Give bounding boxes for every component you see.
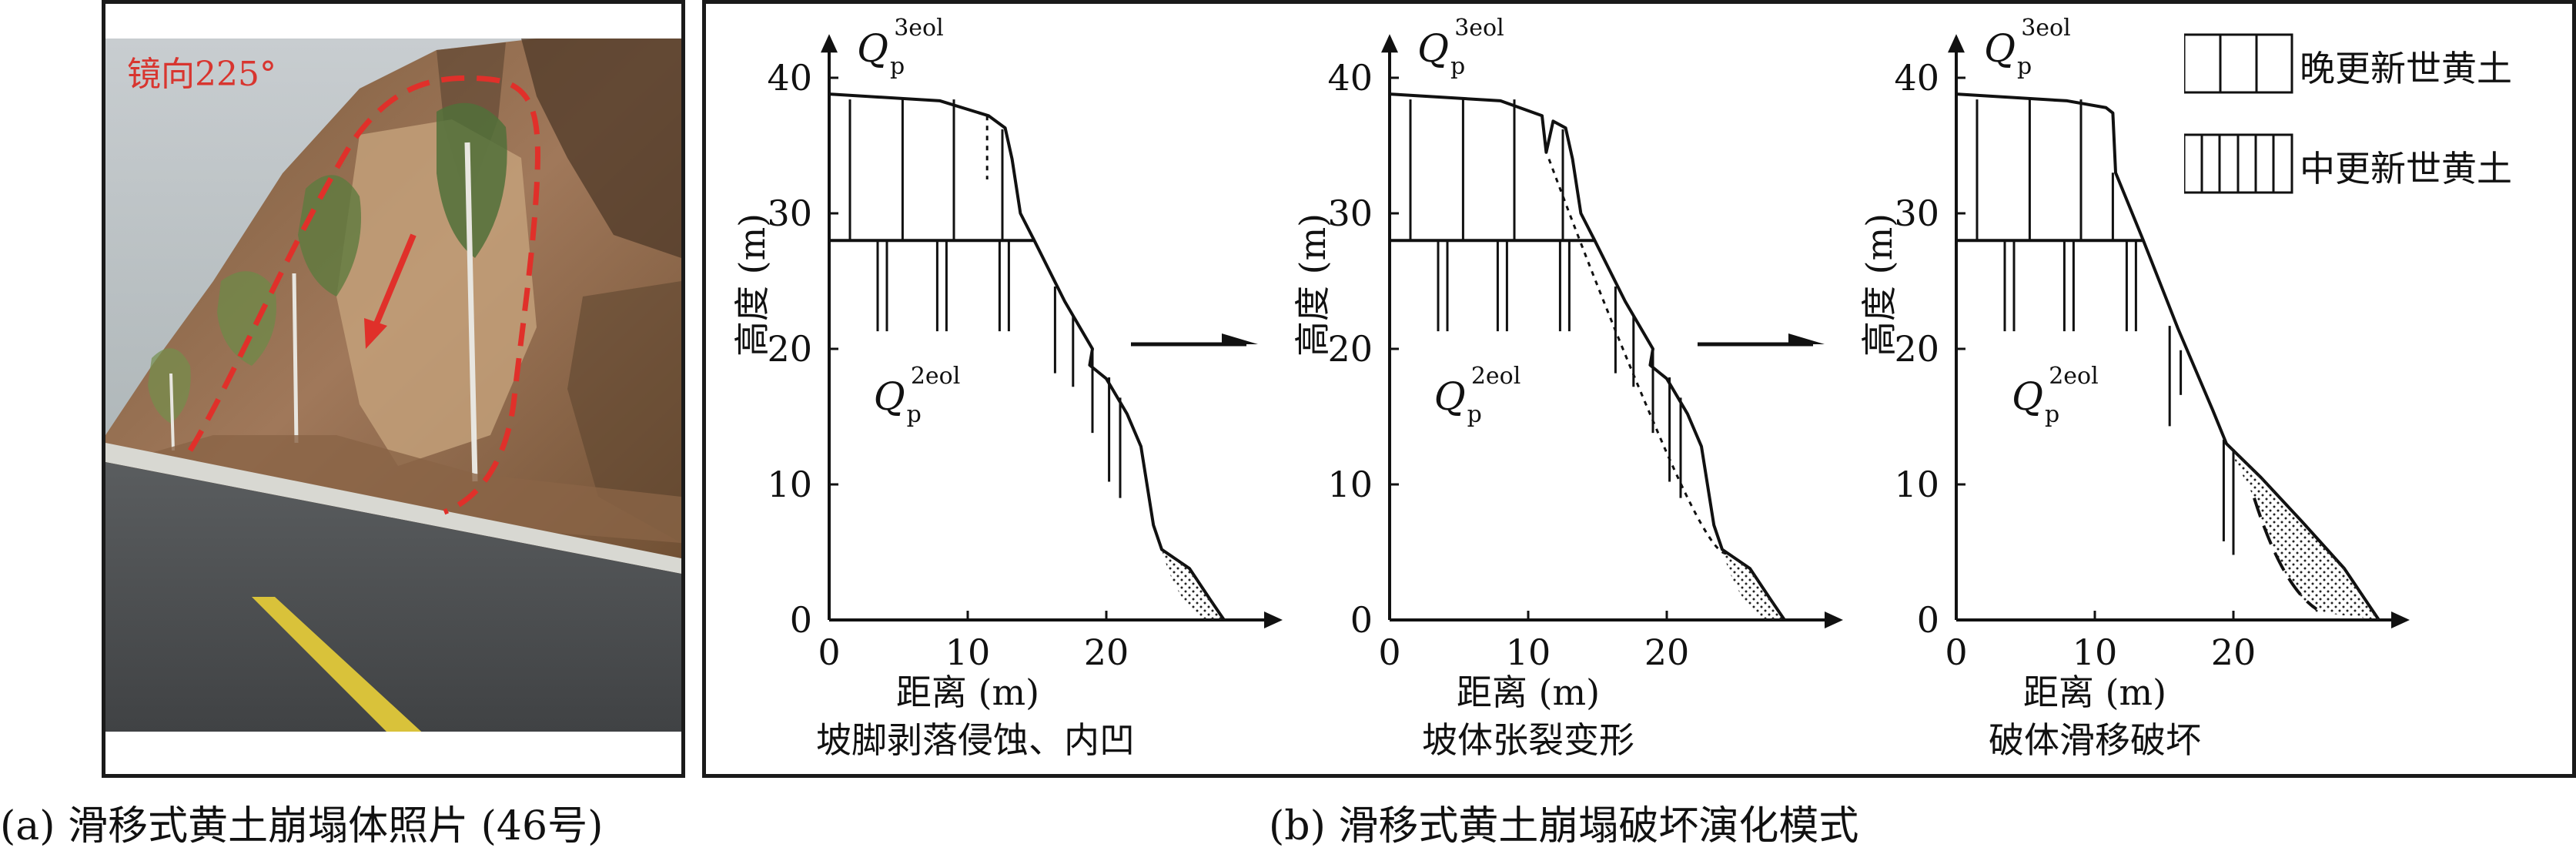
photo-frame: 镜向225° xyxy=(102,0,685,778)
legend: 晚更新世黄土 中更新世黄土 xyxy=(2183,27,2554,212)
stage-1-y-tick-label: 0 xyxy=(790,599,812,641)
stage-2-lower-unit: Qp2eol xyxy=(1434,363,1521,428)
stage-3-y-arrow xyxy=(1948,34,1965,53)
transition-arrow-2 xyxy=(1698,333,1825,347)
stage-1-x-arrow xyxy=(1264,611,1283,628)
stage-3-label: 破体滑移破坏 xyxy=(1989,719,2201,761)
legend-late-label: 晚更新世黄土 xyxy=(2300,48,2512,89)
stage-2-y-label: 高度 (m) xyxy=(1292,213,1333,357)
legend-late-swatch xyxy=(2183,33,2293,94)
slope-photo xyxy=(105,4,681,774)
stage-3-debris xyxy=(2226,444,2379,620)
stage-2-y-tick-label: 0 xyxy=(1350,599,1373,641)
stage-1-y-tick-label: 10 xyxy=(767,464,812,505)
stage-3-y-label: 高度 (m) xyxy=(1858,213,1900,357)
stage-2-y-tick-label: 20 xyxy=(1327,328,1373,370)
stage-1-x-tick-label: 10 xyxy=(945,632,991,673)
stage-1-x-label: 距离 (m) xyxy=(895,672,1040,713)
photo-caption: (a) 滑移式黄土崩塌体照片 (46号) xyxy=(0,803,604,849)
stage-1-y-label: 高度 (m) xyxy=(731,213,773,357)
stage-3-lower-unit: Qp2eol xyxy=(2012,363,2099,428)
stage-1-label: 坡脚剥落侵蚀、内凹 xyxy=(816,719,1135,761)
stage-2-slope-profile xyxy=(1389,92,1786,621)
orientation-label: 镜向225° xyxy=(127,55,276,94)
stage-1-x-tick-label: 20 xyxy=(1084,632,1129,673)
stage-3-y-tick-label: 30 xyxy=(1894,193,1939,234)
stage-3-x-tick-label: 0 xyxy=(1945,632,1967,673)
transition-arrow-1 xyxy=(1131,333,1258,347)
legend-swatches xyxy=(2183,33,2293,194)
stage-3-y-tick-label: 10 xyxy=(1894,464,1939,505)
stage-3-slip-surface xyxy=(2253,497,2318,611)
stage-2-y-tick-label: 40 xyxy=(1327,57,1373,99)
stage-1-y-tick-label: 40 xyxy=(767,57,812,99)
stage-3-y-tick-label: 0 xyxy=(1917,599,1939,641)
stage-1-y-arrow xyxy=(821,34,838,53)
stage-3-y-tick-label: 40 xyxy=(1894,57,1939,99)
stage-1-x-tick-label: 0 xyxy=(818,632,840,673)
stage-2-x-tick-label: 10 xyxy=(1506,632,1551,673)
stage-2-x-tick-label: 0 xyxy=(1378,632,1400,673)
stage-2-x-tick-label: 20 xyxy=(1644,632,1690,673)
legend-middle-label: 中更新世黄土 xyxy=(2300,148,2512,189)
stage-2-upper-unit: Qp3eol xyxy=(1417,15,1504,80)
stage-2-x-label: 距离 (m) xyxy=(1456,672,1601,713)
stage-2-y-arrow xyxy=(1381,34,1398,53)
stage-3-x-arrow xyxy=(2391,611,2410,628)
stage-2-y-tick-label: 10 xyxy=(1327,464,1373,505)
stage-1-lower-unit: Qp2eol xyxy=(874,363,961,428)
stage-3-x-label: 距离 (m) xyxy=(2022,672,2167,713)
stage-1-y-tick-label: 30 xyxy=(767,193,812,234)
stage-2-debris xyxy=(1722,549,1785,620)
legend-middle-swatch xyxy=(2183,133,2293,194)
stage-3-x-tick-label: 10 xyxy=(2073,632,2118,673)
stage-3-upper-unit: Qp3eol xyxy=(1984,15,2071,80)
stage-1-debris xyxy=(1162,549,1224,620)
stage-1-upper-unit: Qp3eol xyxy=(857,15,944,80)
stage-1-y-tick-label: 20 xyxy=(767,328,812,370)
stage-2-x-arrow xyxy=(1825,611,1843,628)
model-caption: (b) 滑移式黄土崩塌破坏演化模式 xyxy=(1269,803,1859,849)
stage-2-label: 坡体张裂变形 xyxy=(1422,719,1634,761)
stage-3-y-tick-label: 20 xyxy=(1894,328,1939,370)
stage-3-x-tick-label: 20 xyxy=(2211,632,2257,673)
stage-2-y-tick-label: 30 xyxy=(1327,193,1373,234)
